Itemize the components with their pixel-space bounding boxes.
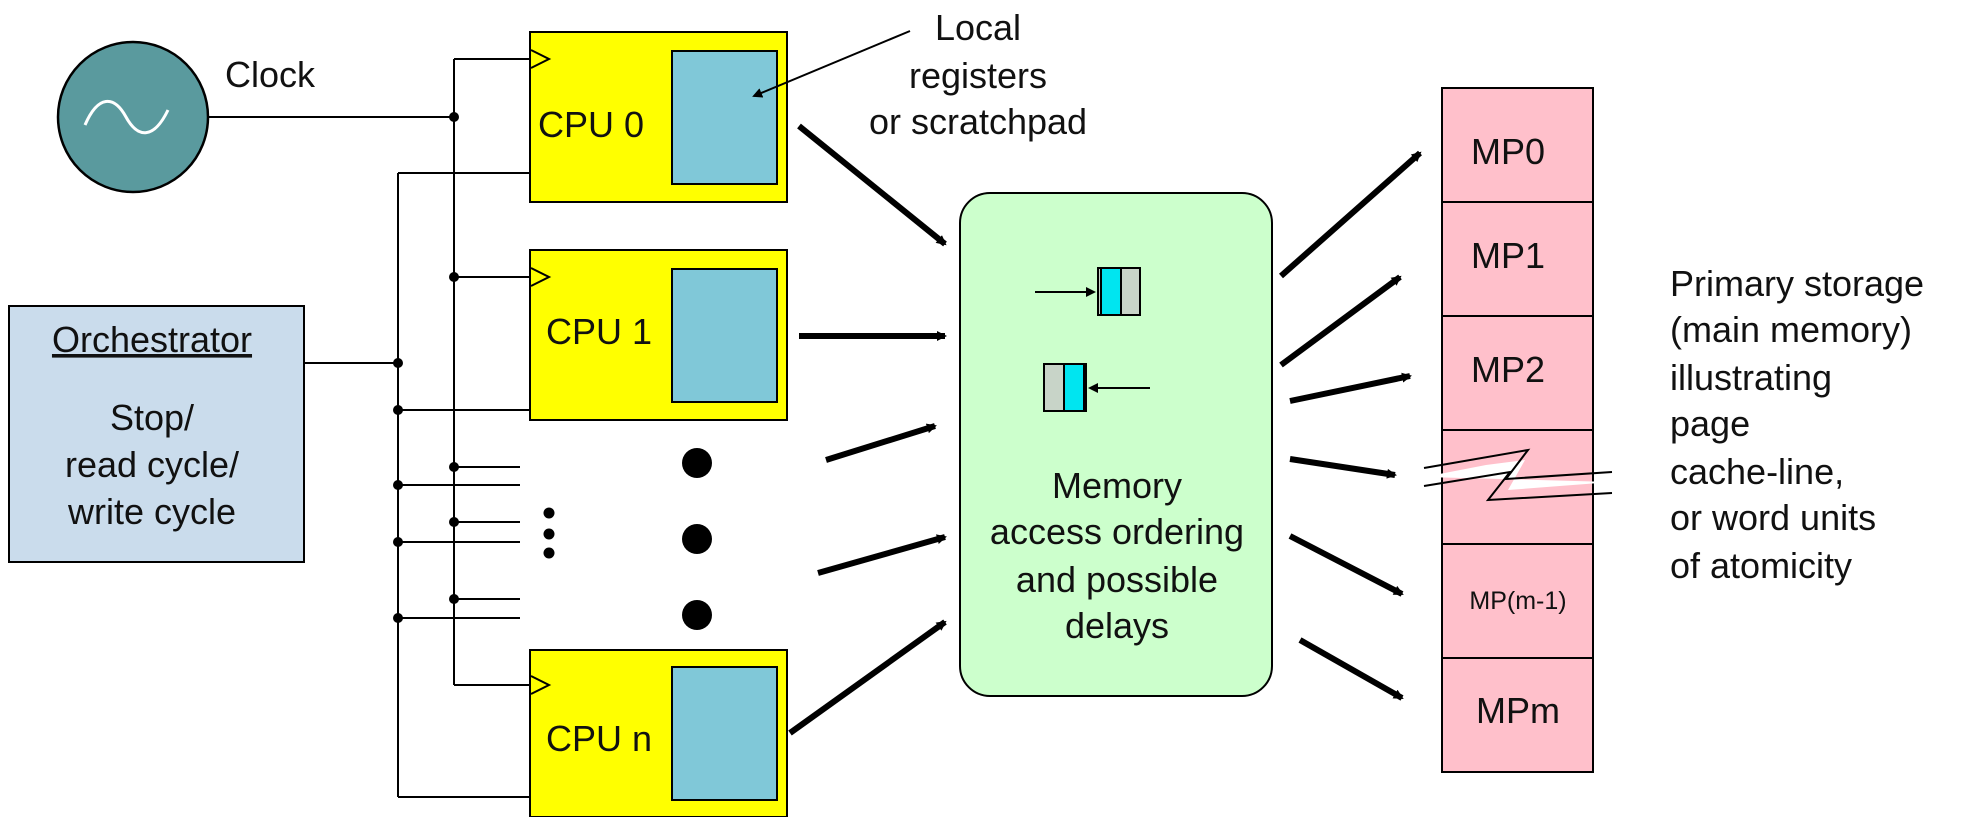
local-registers xyxy=(671,666,778,801)
ordering-line: Memory xyxy=(1052,465,1182,506)
memory-page-label: MPm xyxy=(1476,690,1560,731)
main-memory: MP0 MP1 MP2 MP(m-1) MPm xyxy=(1423,87,1613,773)
memory-page xyxy=(1441,201,1594,317)
wire-junctions xyxy=(393,112,459,623)
memory-page-label: MP1 xyxy=(1471,235,1545,276)
orchestrator-title: Orchestrator xyxy=(52,319,252,360)
storage-line: of atomicity xyxy=(1670,545,1852,586)
more-cpus-ellipsis-icon xyxy=(682,448,712,630)
storage-line: cache-line, xyxy=(1670,451,1844,492)
arrow xyxy=(797,123,947,247)
orchestrator-line: write cycle xyxy=(67,491,236,532)
memory-page xyxy=(1441,315,1594,431)
memory-page xyxy=(1441,657,1594,773)
arrow xyxy=(1288,533,1404,597)
cpu-label: CPU 1 xyxy=(546,311,652,352)
arrow xyxy=(1289,372,1412,404)
cpu-1: CPU 1 xyxy=(529,249,788,421)
cpu-label: CPU 0 xyxy=(538,104,644,145)
arrow xyxy=(1279,150,1422,279)
arrow xyxy=(788,619,947,736)
registers-callout: Local registers or scratchpad xyxy=(752,7,1087,142)
clock-label: Clock xyxy=(225,54,316,95)
clock-input-icon xyxy=(530,267,552,287)
arrow xyxy=(1289,456,1397,479)
clock: Clock xyxy=(56,40,316,194)
orchestrator: Orchestrator Stop/ read cycle/ write cyc… xyxy=(8,305,305,563)
local-registers xyxy=(671,268,778,403)
arrow xyxy=(817,534,947,576)
cpu-to-ordering-arrows xyxy=(788,123,947,736)
storage-line: page xyxy=(1670,403,1750,444)
orchestrator-line: Stop/ xyxy=(110,397,194,438)
callout-line: Local xyxy=(935,7,1021,48)
memory-page-label: MP(m-1) xyxy=(1469,587,1566,615)
queue-in-icon xyxy=(1035,267,1141,316)
callout-pointer xyxy=(752,30,911,98)
sine-wave-icon xyxy=(83,99,170,135)
callout-line: or scratchpad xyxy=(869,101,1087,142)
arrow xyxy=(1298,637,1404,701)
ordering-line: and possible xyxy=(1016,559,1218,600)
clock-input-icon xyxy=(530,49,552,69)
memory-page xyxy=(1441,543,1594,659)
ordering-to-memory-arrows xyxy=(1279,150,1422,701)
storage-line: Primary storage xyxy=(1670,263,1924,304)
arrow xyxy=(825,423,937,463)
memory-page xyxy=(1441,87,1594,203)
memory-ordering: Memory access ordering and possible dela… xyxy=(959,192,1273,697)
clock-input-icon xyxy=(530,675,552,695)
callout-line: registers xyxy=(909,55,1047,96)
storage-line: or word units xyxy=(1670,497,1876,538)
primary-storage-label: Primary storage (main memory) illustrati… xyxy=(1670,263,1924,586)
cpu-label: CPU n xyxy=(546,718,652,759)
queue-out-icon xyxy=(1043,363,1150,412)
arrow xyxy=(1279,274,1402,368)
vertical-ellipsis-icon xyxy=(543,507,555,559)
memory-page-label: MP2 xyxy=(1471,349,1545,390)
cpu-0: CPU 0 xyxy=(529,31,788,203)
ordering-line: delays xyxy=(1065,605,1169,646)
storage-line: (main memory) xyxy=(1670,309,1912,350)
ordering-line: access ordering xyxy=(990,511,1244,552)
cpu-n: CPU n xyxy=(529,649,788,817)
local-registers xyxy=(671,50,778,185)
storage-line: illustrating xyxy=(1670,357,1832,398)
break-icon xyxy=(1423,448,1613,502)
orchestrator-line: read cycle/ xyxy=(65,444,239,485)
memory-page-label: MP0 xyxy=(1471,131,1545,172)
